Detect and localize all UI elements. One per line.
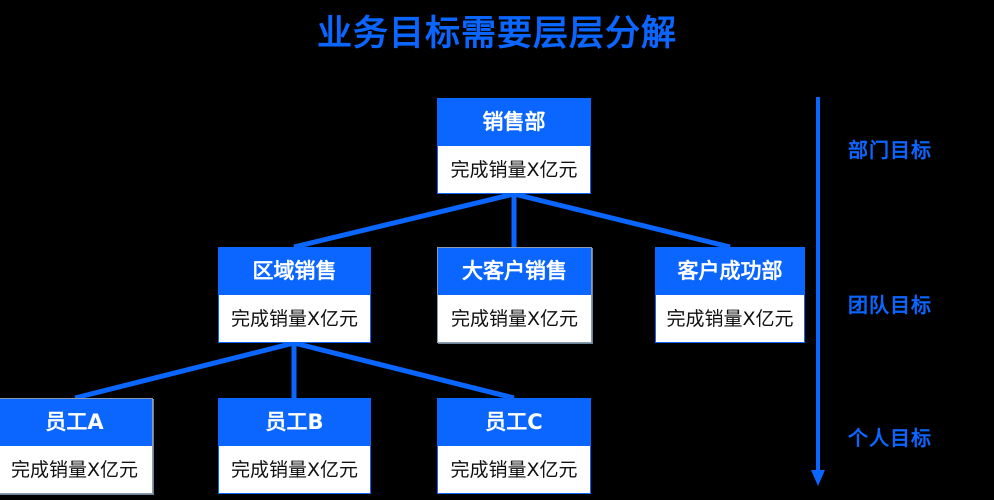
node-employee-a-body: 完成销量X亿元	[0, 446, 152, 493]
node-sales-dept-header: 销售部	[438, 99, 590, 146]
axis-label-team-goal: 团队目标	[848, 293, 932, 317]
node-sales-dept-body: 完成销量X亿元	[438, 146, 590, 193]
node-employee-b[interactable]: 员工B 完成销量X亿元	[218, 398, 371, 494]
node-employee-c[interactable]: 员工C 完成销量X亿元	[437, 398, 591, 494]
node-key-account-header: 大客户销售	[438, 248, 591, 295]
edge-regionalsales-employeea	[74, 340, 295, 401]
node-customer-success-body: 完成销量X亿元	[656, 295, 804, 342]
node-employee-c-body: 完成销量X亿元	[438, 446, 590, 493]
edge-salesdept-regionalsales	[293, 191, 515, 250]
node-key-account[interactable]: 大客户销售 完成销量X亿元	[437, 247, 592, 343]
edge-salesdept-customersuccess	[513, 191, 731, 250]
node-customer-success[interactable]: 客户成功部 完成销量X亿元	[655, 247, 805, 343]
node-employee-a[interactable]: 员工A 完成销量X亿元	[0, 398, 153, 494]
node-employee-c-header: 员工C	[438, 399, 590, 446]
node-sales-dept[interactable]: 销售部 完成销量X亿元	[437, 98, 591, 194]
node-employee-b-header: 员工B	[219, 399, 370, 446]
node-regional-sales-body: 完成销量X亿元	[219, 295, 370, 342]
axis-label-individual-goal: 个人目标	[848, 426, 932, 450]
node-key-account-body: 完成销量X亿元	[438, 295, 591, 342]
page-title: 业务目标需要层层分解	[316, 14, 677, 54]
node-employee-b-body: 完成销量X亿元	[219, 446, 370, 493]
node-customer-success-header: 客户成功部	[656, 248, 804, 295]
node-regional-sales-header: 区域销售	[219, 248, 370, 295]
axis-label-department-goal: 部门目标	[848, 138, 932, 162]
level-axis-arrow	[811, 97, 825, 486]
node-employee-a-header: 员工A	[0, 399, 152, 446]
edge-regionalsales-employeec	[293, 340, 515, 401]
node-regional-sales[interactable]: 区域销售 完成销量X亿元	[218, 247, 371, 343]
